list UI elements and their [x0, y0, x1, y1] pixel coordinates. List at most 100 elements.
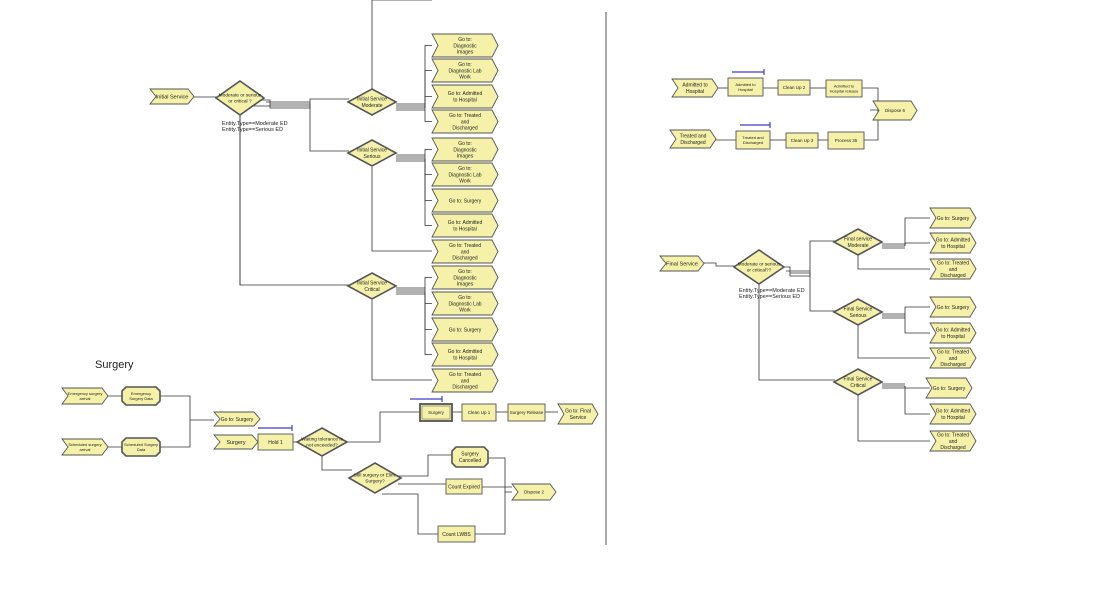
count_expired-label: Count Expired [448, 484, 480, 490]
decide-still-surgery[interactable]: Still surgery or Elim.Surgery? [347, 462, 403, 494]
hold-1[interactable]: Hold 1 [257, 433, 294, 451]
dispose-2[interactable]: Dispose 2 [511, 483, 557, 501]
surgery-section-heading: Surgery [95, 359, 134, 371]
connector [371, 300, 432, 381]
dispose-6[interactable]: Dispose 6 [872, 100, 918, 121]
connector [424, 70, 432, 108]
connector [475, 492, 506, 535]
connector [424, 108, 432, 122]
count-lwbs[interactable]: Count LWBS [437, 525, 476, 543]
initial_service-label: Initial Service [156, 94, 189, 100]
initial-service-station[interactable]: Initial Service [149, 88, 195, 105]
still_surgery-label: Still surgery or Elim.Surgery? [354, 473, 397, 485]
clean-up-3[interactable]: Clean Up 3 [785, 132, 819, 149]
connector [857, 395, 930, 442]
final-go-to-surgery-critical[interactable]: Go to: Surgery [925, 377, 973, 399]
clean-up-1[interactable]: Clean Up 1 [461, 403, 497, 422]
count-expired[interactable]: Count Expired [445, 478, 483, 495]
connector [424, 292, 432, 330]
go-to-surgery-critical[interactable]: Go to: Surgery [431, 317, 499, 342]
connector [424, 96, 432, 108]
connector [382, 493, 438, 535]
surgery-station[interactable]: Surgery [213, 434, 259, 450]
connector [270, 103, 349, 152]
clean-up-2[interactable]: Clean Up 2 [777, 79, 811, 96]
clean3-label: Clean Up 3 [791, 138, 814, 143]
surgery-process[interactable]: Surgery [419, 403, 453, 422]
go-to-surgery-station-link[interactable]: Go to: Surgery [213, 411, 261, 427]
connector [904, 217, 930, 246]
connector [904, 242, 930, 246]
count_lwbs-label: Count LWBS [442, 532, 471, 538]
final-condition-moderate: Entity.Type==Moderate ED [739, 288, 805, 294]
dispose2-label: Dispose 2 [524, 490, 545, 495]
go-to-surgery-serious[interactable]: Go to: Surgery [431, 188, 499, 213]
surgery-release[interactable]: Surgery Release [507, 403, 546, 422]
clean2-label: Clean Up 2 [783, 85, 806, 90]
final-go-to-surgery-moderate[interactable]: Go to: Surgery [929, 207, 977, 229]
connector [904, 386, 930, 415]
connector [346, 411, 420, 443]
connector [371, 167, 432, 252]
final-go-to-surgery-serious[interactable]: Go to: Surgery [929, 296, 977, 318]
final_service-label: Final Service [666, 261, 698, 267]
surgery_release-label: Surgery Release [510, 410, 544, 415]
process-35[interactable]: Process 35 [827, 131, 865, 150]
connector [904, 386, 930, 389]
final-service-station[interactable]: Final Service [659, 255, 705, 272]
